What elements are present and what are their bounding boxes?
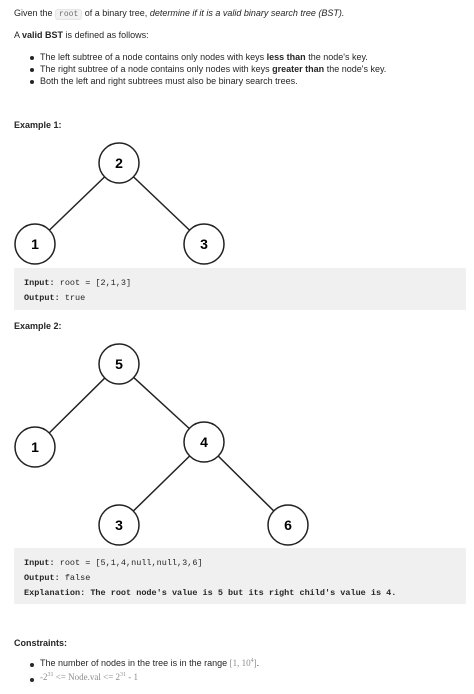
bullet-icon [30,68,34,72]
example1-title: Example 1: [14,120,62,130]
tree-node: 4 [183,421,225,463]
definition-line: A valid BST is defined as follows: [14,30,149,40]
constraint-item: The number of nodes in the tree is in th… [40,658,260,668]
example1-tree: 2 1 3 [14,142,225,265]
value-range-math: -231 <= Node.val <= 231 - 1 [40,672,139,682]
range-math: [1, 104] [229,658,257,668]
tree-node: 5 [98,343,140,385]
constraints-title: Constraints: [14,638,68,648]
example1-code-block: Input: root = [2,1,3] Output: true [14,268,466,310]
svg-text:2: 2 [115,155,123,171]
constraint-item: -231 <= Node.val <= 231 - 1 [40,672,138,682]
tree-node: 3 [183,223,225,265]
rule-item: The left subtree of a node contains only… [40,52,368,62]
tree-node: 2 [98,142,140,184]
svg-text:5: 5 [115,356,123,372]
rule-item: Both the left and right subtrees must al… [40,76,298,86]
svg-text:1: 1 [31,236,39,252]
bullet-icon [30,663,34,667]
problem-emphasis: determine if it is a valid binary search… [149,8,345,18]
bullet-icon [30,56,34,60]
svg-text:1: 1 [31,439,39,455]
bullet-icon [30,80,34,84]
example2-title: Example 2: [14,321,62,331]
rule-item: The right subtree of a node contains onl… [40,64,387,74]
tree-node: 3 [98,504,140,546]
root-code: root [55,9,83,20]
bullet-icon [30,678,34,682]
example2-code-block: Input: root = [5,1,4,null,null,3,6] Outp… [14,548,466,604]
svg-text:3: 3 [115,517,123,533]
tree-node: 1 [14,426,56,468]
tree-node: 1 [14,223,56,265]
tree-node: 6 [267,504,309,546]
svg-text:3: 3 [200,236,208,252]
svg-text:4: 4 [200,434,208,450]
problem-intro: Given the root of a binary tree, determi… [14,8,345,20]
svg-text:6: 6 [284,517,292,533]
example2-tree: 5 1 4 3 6 [14,343,309,546]
